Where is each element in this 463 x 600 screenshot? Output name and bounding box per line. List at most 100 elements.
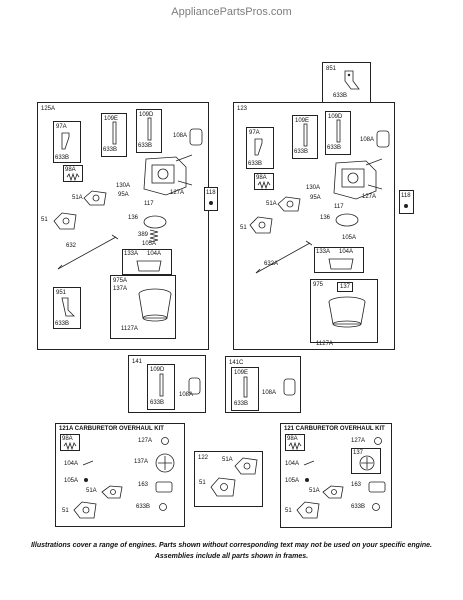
subframe-code: 98A <box>287 436 298 442</box>
subframe-98A: 98A <box>60 434 80 451</box>
part-389: 389 <box>138 232 149 238</box>
frame-118-right: 118 <box>399 190 414 214</box>
bracket-icon <box>61 297 75 317</box>
frame-121-overhaul-kit: 121 CARBURETOR OVERHAUL KIT 98A 127A 104… <box>280 423 392 528</box>
spring-icon <box>288 441 302 451</box>
frame-118-left: 118 <box>204 187 218 211</box>
subframe-98A: 98A <box>285 434 305 451</box>
part-105A: 105A <box>64 478 79 484</box>
part-130A: 130A <box>116 183 131 189</box>
part-box-137: 137 <box>337 282 354 292</box>
kit-title: 121 CARBURETOR OVERHAUL KIT <box>284 426 385 432</box>
shaft-icon <box>147 117 152 141</box>
frame-code: 122 <box>198 455 209 461</box>
part-105A: 105A <box>285 478 300 484</box>
part-117: 117 <box>334 204 344 210</box>
gasket-51-icon <box>296 501 320 519</box>
part-105A: 105A <box>142 241 157 247</box>
subframe-98A: 98A <box>254 173 274 190</box>
part-51: 51 <box>199 480 206 486</box>
part-633B: 633B <box>294 149 309 155</box>
part-51A: 51A <box>222 457 233 463</box>
part-117: 117 <box>144 201 154 207</box>
frame-122: 122 51A 51 <box>194 451 263 507</box>
seal-icon <box>372 503 380 511</box>
part-127A: 127A <box>351 438 366 444</box>
float-bowl-gasket-icon <box>143 215 167 229</box>
carburetor-icon <box>143 154 193 196</box>
subframe-code: 951 <box>56 290 67 296</box>
shaft-icon <box>336 119 341 143</box>
part-163: 163 <box>351 482 362 488</box>
subframe-109D: 109D 633B <box>325 111 351 155</box>
subframe-951: 951 633B <box>53 287 81 329</box>
gasket-51A-icon <box>83 190 107 206</box>
frame-123: 123 97A 633B 109E 633B 109D 633B 98A 108… <box>233 102 395 350</box>
frame-code: 118 <box>401 193 411 199</box>
gasket-icon <box>283 378 296 396</box>
subframe-133A: 133A 104A <box>122 249 172 275</box>
oring-icon <box>161 437 169 445</box>
gasket-51A-icon <box>234 457 258 475</box>
part-633B: 633B <box>351 504 366 510</box>
part-136: 136 <box>320 215 331 221</box>
subframe-code: 109D <box>328 114 343 120</box>
part-105A: 105A <box>342 235 357 241</box>
governor-link-icon <box>255 240 313 274</box>
gasket-51-icon <box>53 212 77 230</box>
screw-icon <box>209 201 213 205</box>
frame-code: 123 <box>237 106 248 112</box>
part-632: 632 <box>66 243 77 249</box>
subframe-code: 109E <box>234 370 249 376</box>
part-633B: 633B <box>333 93 348 99</box>
frame-141: 141 109D 633B 108A <box>128 355 206 413</box>
gasket-51A-icon <box>322 485 344 499</box>
part-130A: 130A <box>306 185 321 191</box>
part-95A: 95A <box>310 195 321 201</box>
float-bowl-icon <box>138 288 172 322</box>
gasket-51A-icon <box>277 196 301 212</box>
part-137A: 137A <box>113 286 128 292</box>
subframe-code: 97A <box>56 124 67 130</box>
shaft-icon <box>303 123 308 147</box>
subframe-code: 98A <box>62 436 73 442</box>
part-108A: 108A <box>262 390 277 396</box>
subframe-97A: 97A 633B <box>53 121 81 163</box>
subframe-975: 975 137 <box>310 279 378 343</box>
subframe-109D: 109D 633B <box>136 109 162 153</box>
shaft-icon <box>243 376 248 398</box>
subframe-code: 109E <box>104 116 119 122</box>
site-watermark: AppliancePartsPros.com <box>171 6 292 18</box>
frame-code: 141C <box>229 360 244 366</box>
frame-141C: 141C 109E 633B 108A <box>225 356 301 413</box>
part-104A: 104A <box>147 251 162 257</box>
subframe-code: 137 <box>353 450 364 456</box>
float-bowl-icon <box>328 296 366 328</box>
gasket-163-icon <box>155 481 173 493</box>
part-51A: 51A <box>72 195 83 201</box>
part-127A: 127A <box>362 194 377 200</box>
frame-code: 125A <box>41 106 56 112</box>
float-icon <box>328 258 354 270</box>
pin-icon <box>303 460 315 466</box>
part-104A: 104A <box>339 249 354 255</box>
frame-code: 851 <box>326 66 337 72</box>
frame-851: 851 633B <box>322 62 371 104</box>
spring-389-icon <box>149 229 159 243</box>
subframe-code: 109E <box>295 118 310 124</box>
float-bowl-gasket-icon <box>155 453 175 473</box>
part-633B: 633B <box>55 321 70 327</box>
part-51: 51 <box>285 508 292 514</box>
part-633B: 633B <box>327 145 342 151</box>
subframe-code: 133A <box>316 249 331 255</box>
subframe-137: 137 <box>351 448 381 474</box>
part-137: 137 <box>340 284 351 290</box>
part-633B: 633B <box>103 147 118 153</box>
shaft-icon <box>112 121 117 145</box>
subframe-code: 975 <box>313 282 324 288</box>
frame-code: 141 <box>132 359 143 365</box>
subframe-109E: 109E 633B <box>101 113 127 157</box>
frame-125A: 125A 97A 633B 109E 633B 109D 633B 98A 10… <box>37 102 209 350</box>
part-51A: 51A <box>309 488 320 494</box>
part-633B: 633B <box>150 400 165 406</box>
